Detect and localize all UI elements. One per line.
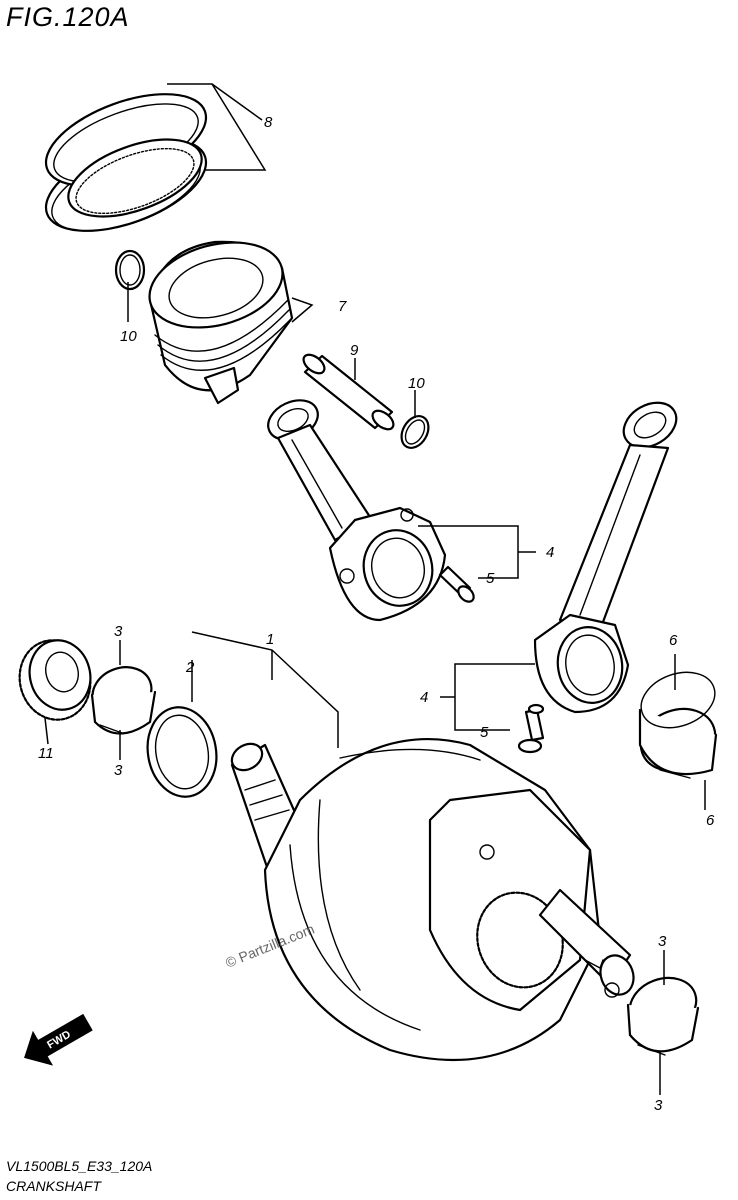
- thrust-washer[interactable]: [141, 702, 224, 802]
- callout-4-right: 4: [420, 689, 428, 706]
- rod-bolt-right[interactable]: [517, 703, 545, 754]
- callout-10-left: 10: [120, 328, 137, 345]
- callout-7: 7: [338, 298, 347, 315]
- crank-pin-bearing[interactable]: [632, 663, 724, 782]
- circlip-left[interactable]: [114, 249, 146, 291]
- callout-1: 1: [266, 631, 274, 648]
- callout-2: 2: [185, 659, 195, 676]
- callout-5-right: 5: [480, 724, 489, 741]
- connecting-rod-upper[interactable]: [262, 393, 447, 622]
- callout-3-a: 3: [114, 623, 123, 640]
- callout-3-c: 3: [658, 933, 667, 950]
- callout-3-b: 3: [114, 762, 123, 779]
- callout-numbers: 8 7 10 9 10 4 5 3 1 2 6 4 5 11 3 6 3 3: [38, 114, 715, 1114]
- callout-4-upper: 4: [546, 544, 554, 561]
- piston-rings[interactable]: [34, 76, 218, 250]
- figure-title: FIG.120A: [6, 2, 130, 32]
- callout-6-a: 6: [669, 632, 678, 649]
- callout-11: 11: [38, 745, 54, 762]
- callout-10-right: 10: [408, 375, 425, 392]
- diagram-code: VL1500BL5_E33_120A: [6, 1158, 153, 1174]
- circlip-right[interactable]: [396, 411, 434, 452]
- callout-6-b: 6: [706, 812, 715, 829]
- leader-lines: [44, 83, 706, 1095]
- main-bearing-left[interactable]: [86, 659, 159, 735]
- crankshaft[interactable]: [227, 738, 639, 1062]
- connecting-rod-right[interactable]: [533, 394, 684, 714]
- piston-pin[interactable]: [300, 351, 397, 433]
- piston[interactable]: [140, 229, 294, 405]
- diagram-name: CRANKSHAFT: [6, 1178, 101, 1194]
- rod-bolt-upper[interactable]: [438, 565, 477, 605]
- callout-3-d: 3: [654, 1097, 663, 1114]
- callout-9: 9: [350, 342, 359, 359]
- fwd-arrow-icon: FWD: [24, 1013, 93, 1066]
- callout-5-upper: 5: [486, 570, 495, 587]
- primary-gear[interactable]: [11, 632, 99, 727]
- callout-8: 8: [264, 114, 273, 131]
- main-bearing-right[interactable]: [622, 969, 704, 1056]
